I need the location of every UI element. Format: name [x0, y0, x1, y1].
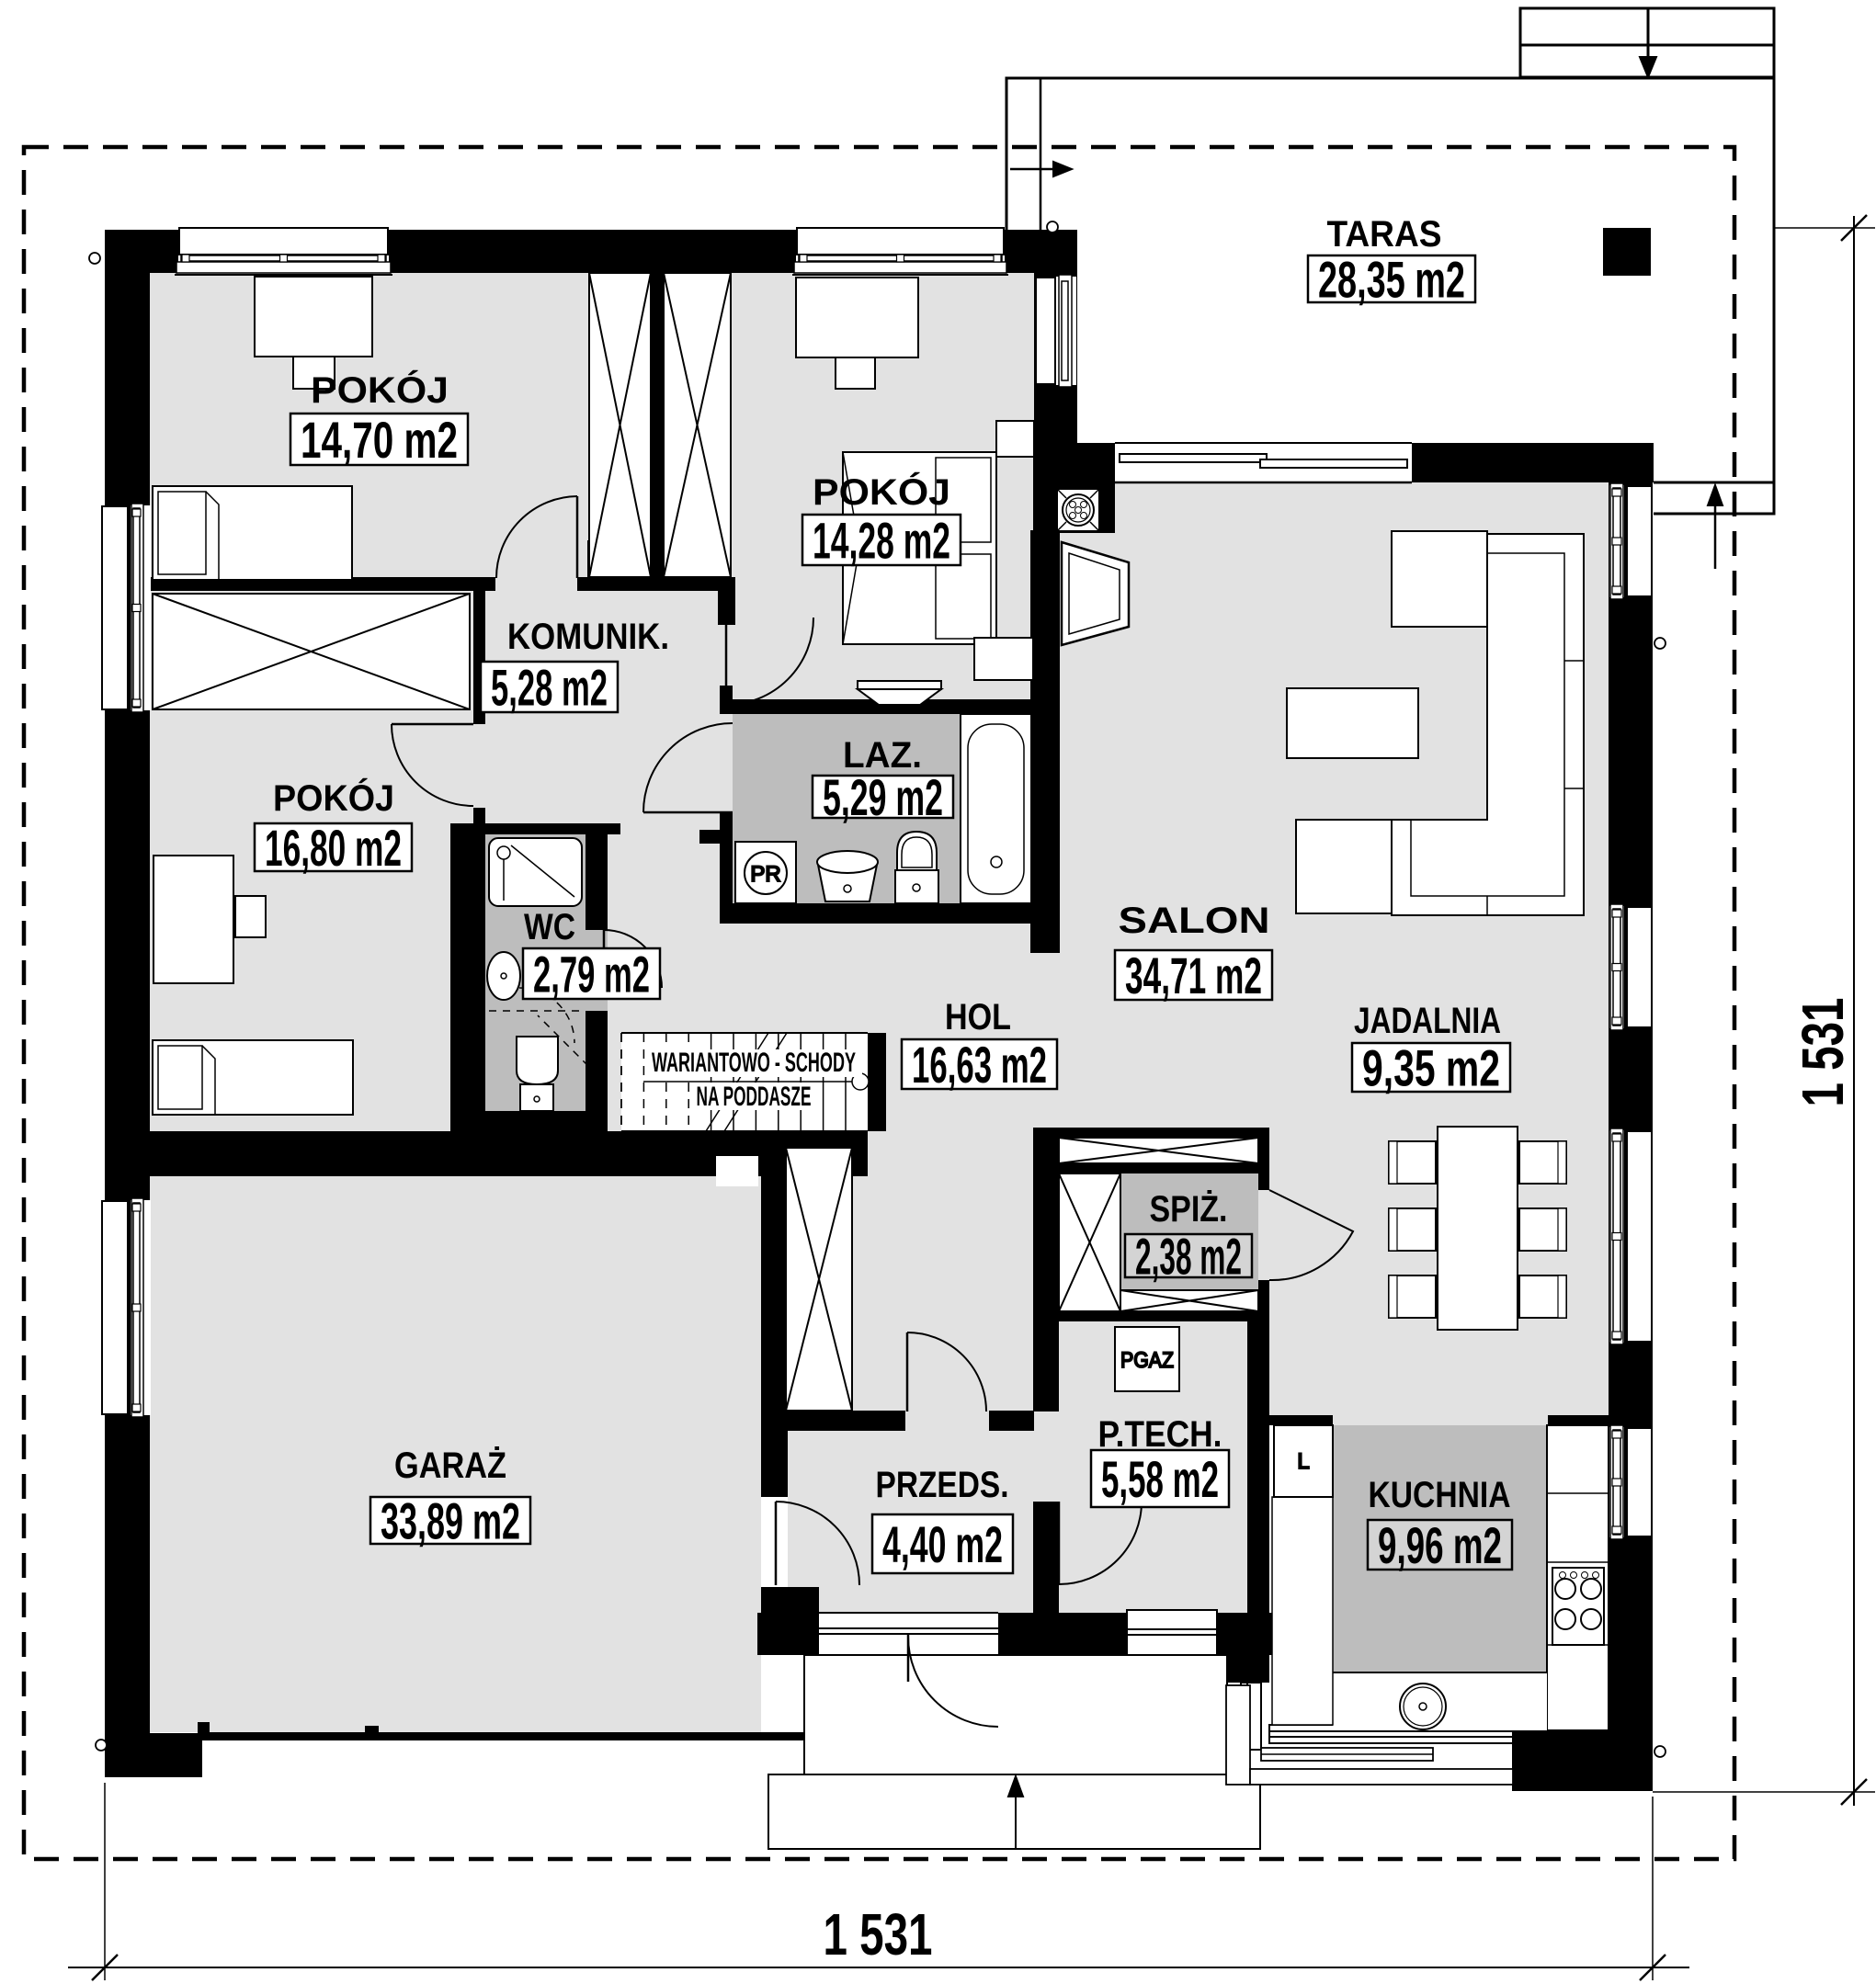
- svg-text:L: L: [1297, 1449, 1309, 1474]
- svg-text:16,80 m2: 16,80 m2: [265, 819, 402, 877]
- svg-text:KUCHNIA: KUCHNIA: [1369, 1475, 1511, 1515]
- svg-text:2,38 m2: 2,38 m2: [1135, 1228, 1242, 1286]
- svg-text:JADALNIA: JADALNIA: [1354, 1001, 1501, 1041]
- svg-text:28,35 m2: 28,35 m2: [1318, 251, 1465, 309]
- svg-text:SPIŻ.: SPIŻ.: [1150, 1189, 1228, 1230]
- svg-text:4,40 m2: 4,40 m2: [882, 1515, 1003, 1573]
- svg-text:1 531: 1 531: [1790, 998, 1856, 1107]
- svg-text:PRZEDS.: PRZEDS.: [876, 1465, 1009, 1505]
- svg-text:LAZ.: LAZ.: [843, 735, 922, 776]
- svg-text:PGAZ: PGAZ: [1120, 1348, 1174, 1373]
- svg-text:KOMUNIK.: KOMUNIK.: [507, 617, 669, 657]
- svg-text:NA PODDASZE: NA PODDASZE: [697, 1082, 812, 1112]
- svg-text:POKÓJ: POKÓJ: [273, 777, 394, 819]
- svg-text:5,29 m2: 5,29 m2: [823, 768, 943, 826]
- svg-text:SALON: SALON: [1119, 901, 1270, 941]
- svg-text:33,89 m2: 33,89 m2: [381, 1492, 520, 1550]
- svg-text:GARAŻ: GARAŻ: [394, 1445, 506, 1486]
- svg-text:9,35 m2: 9,35 m2: [1362, 1039, 1500, 1097]
- svg-text:1 531: 1 531: [824, 1901, 933, 1967]
- svg-text:2,79 m2: 2,79 m2: [533, 946, 650, 1003]
- svg-text:POKÓJ: POKÓJ: [311, 368, 449, 411]
- svg-text:9,96 m2: 9,96 m2: [1378, 1516, 1502, 1574]
- svg-text:PR: PR: [750, 862, 780, 887]
- svg-text:5,58 m2: 5,58 m2: [1101, 1450, 1219, 1508]
- svg-text:14,70 m2: 14,70 m2: [301, 411, 458, 469]
- svg-text:14,28 m2: 14,28 m2: [813, 512, 950, 570]
- svg-text:16,63 m2: 16,63 m2: [912, 1036, 1047, 1094]
- svg-text:WC: WC: [524, 907, 575, 947]
- svg-text:HOL: HOL: [945, 997, 1011, 1037]
- svg-text:5,28 m2: 5,28 m2: [491, 659, 608, 717]
- svg-text:TARAS: TARAS: [1327, 214, 1442, 255]
- svg-text:P.TECH.: P.TECH.: [1098, 1414, 1222, 1455]
- svg-text:POKÓJ: POKÓJ: [813, 470, 950, 513]
- svg-text:WARIANTOWO - SCHODY: WARIANTOWO - SCHODY: [652, 1048, 856, 1078]
- svg-text:34,71 m2: 34,71 m2: [1125, 947, 1262, 1004]
